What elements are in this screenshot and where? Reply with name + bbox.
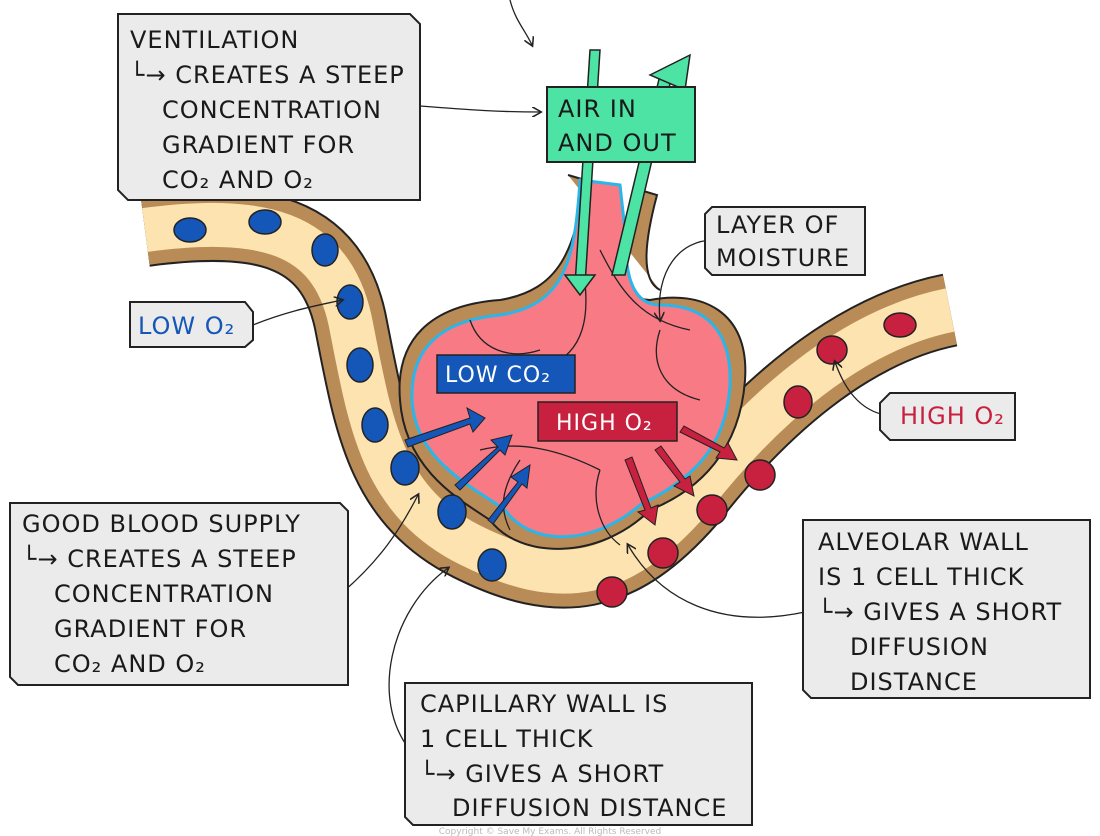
label-line: DIFFUSION DISTANCE	[452, 794, 727, 822]
high-o2-side-label: HIGH O₂	[879, 392, 1016, 441]
deoxygenated-cells	[173, 209, 507, 582]
label-title: GOOD BLOOD SUPPLY	[22, 510, 301, 538]
ventilation-label: VENTILATION └→ CREATES A STEEP CONCENTRA…	[117, 13, 421, 201]
label-line: GRADIENT FOR	[54, 615, 247, 643]
label-line: LAYER OF	[716, 211, 839, 239]
label-text: HIGH O₂	[556, 411, 653, 436]
label-line: AND OUT	[558, 129, 677, 157]
label-line: AIR IN	[558, 95, 637, 123]
label-line: └→ CREATES A STEEP	[130, 60, 405, 89]
label-line: CAPILLARY WALL IS	[420, 690, 668, 718]
label-text: HIGH O₂	[900, 402, 1005, 430]
alveolar-wall-label: ALVEOLAR WALL IS 1 CELL THICK └→ GIVES A…	[802, 519, 1091, 699]
high-o2-box-label: HIGH O₂	[537, 401, 678, 442]
co2-arrows	[404, 406, 531, 525]
label-line: MOISTURE	[716, 244, 850, 272]
label-line: IS 1 CELL THICK	[818, 563, 1025, 591]
copyright: Copyright © Save My Exams. All Rights Re…	[439, 827, 661, 836]
air-label: AIR IN AND OUT	[546, 86, 696, 163]
label-line: └→ CREATES A STEEP	[22, 544, 297, 573]
label-line: CONCENTRATION	[162, 96, 382, 124]
capillary-wall-label: CAPILLARY WALL IS 1 CELL THICK └→ GIVES …	[404, 682, 753, 826]
ventilation-title: VENTILATION	[130, 26, 299, 54]
low-o2-label: LOW O₂	[129, 301, 254, 348]
label-line: ALVEOLAR WALL	[818, 528, 1029, 556]
label-line: DIFFUSION	[850, 633, 989, 661]
low-co2-label: LOW CO₂	[436, 354, 576, 394]
blood-supply-label: GOOD BLOOD SUPPLY └→ CREATES A STEEP CON…	[9, 502, 349, 686]
leader-lines	[252, 0, 886, 751]
label-line: CO₂ AND O₂	[162, 166, 314, 194]
label-line: └→ GIVES A SHORT	[818, 597, 1062, 626]
label-line: GRADIENT FOR	[162, 131, 355, 159]
moisture-label: LAYER OF MOISTURE	[704, 206, 866, 276]
label-line: 1 CELL THICK	[420, 725, 594, 753]
label-line: CONCENTRATION	[54, 580, 274, 608]
label-text: LOW O₂	[138, 312, 235, 340]
label-line: CO₂ AND O₂	[54, 650, 206, 678]
label-text: LOW CO₂	[445, 363, 551, 388]
label-line: DISTANCE	[850, 668, 978, 696]
oxygenated-cells	[596, 312, 917, 608]
label-line: └→ GIVES A SHORT	[420, 759, 664, 788]
o2-arrows	[624, 425, 738, 526]
